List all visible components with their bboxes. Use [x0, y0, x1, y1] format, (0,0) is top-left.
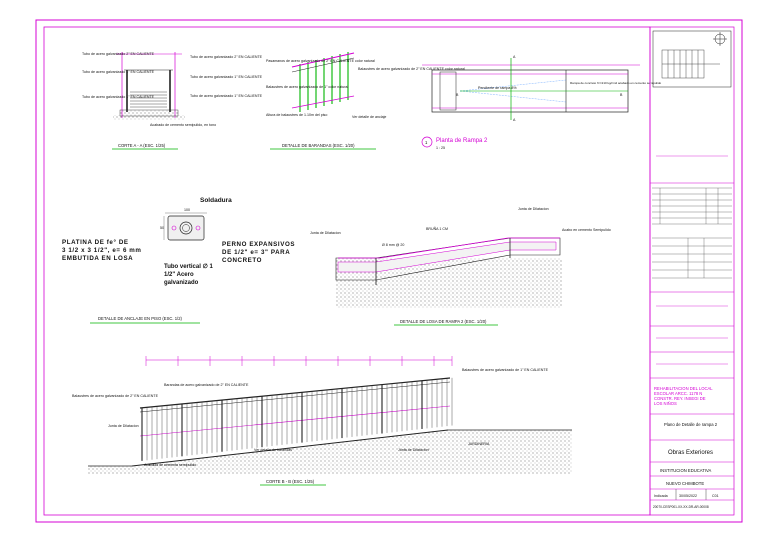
planta-scale: 1 : 25: [436, 146, 445, 150]
aa-label-5: Tubo de acero galvanizado 1" EN CALIENTE: [190, 75, 263, 79]
project-name: REHABILITACION DEL LOCAL ESCOLAR ARCC. 1…: [654, 386, 714, 406]
sheet-name: Plano de Detalle de rampa 2: [664, 422, 718, 427]
scale: Indicada: [654, 494, 668, 498]
location: NUEVO CHIMBOTE: [666, 481, 704, 486]
barandas-label-5: Ver detalle de anclaje: [352, 115, 386, 119]
aa-title: CORTE A - A (ESC. 1/25): [118, 143, 166, 148]
losa-detail: Junta de Dilatacion BRUÑA 1 CM Junta de …: [310, 207, 611, 326]
aa-label-7: Acabado de cemento semipulido, en tono: [150, 123, 216, 127]
barandas-label-2: Balaustres de acero galvanizado de 1" co…: [266, 85, 348, 89]
section-mark-a-bottom: A: [513, 118, 516, 122]
discipline: Obras Exteriores: [668, 450, 713, 456]
bb-label-8: JARDINERIA: [468, 442, 490, 446]
bb-label-3: Balaustres de acero galvanizado de 1" EN…: [462, 368, 549, 372]
barandas-label-3: Altura de balaustres de 1.10m del piso: [266, 113, 327, 117]
section-mark-b-right: B: [620, 93, 623, 97]
aa-label-6: Tubo de acero galvanizado 1" EN CALIENTE: [190, 94, 263, 98]
bb-balusters: [141, 377, 453, 461]
anclaje-dim-side: 50: [160, 226, 164, 230]
bb-label-7: Junta de Dilatacion: [398, 448, 429, 452]
barandas-title: DETALLE DE BARANDAS (ESC. 1/20): [282, 143, 355, 148]
anclaje-tubo: Tubo vertical ∅ 1 1/2" Acero galvanizado: [164, 263, 214, 286]
section-mark-b-left: B: [456, 93, 459, 97]
anclaje-platina: PLATINA DE fe° DE 3 1/2 x 3 1/2", e= 6 m…: [62, 239, 144, 262]
bb-label-1: Balaustres de acero galvanizado de 2" EN…: [72, 394, 159, 398]
anclaje-title: DETALLE DE ANCLAJE EN PISO (ESC. 1/2): [98, 316, 183, 321]
corte-bb-detail: Balaustres de acero galvanizado de 2" EN…: [72, 356, 572, 486]
losa-label-3: Junta de Dilatacion: [518, 207, 549, 211]
anclaje-perno: PERNO EXPANSIVOS DE 1/2" e= 3" PARA CONC…: [222, 241, 297, 264]
aa-label-4: Tubo de acero galvanizado 2" EN CALIENTE: [190, 55, 263, 59]
outer-border: [35, 19, 743, 523]
anclaje-detail: Soldadura 100 50 PLATINA DE fe° DE 3 1/2…: [62, 197, 297, 324]
barandas-label-1: Pasamanos de acero galvanizado de 2" EN …: [266, 59, 375, 63]
planta-label-2: Rampa de concreto f'c=210 kg/cm2 acabado…: [570, 81, 662, 85]
sheet-number: C01: [712, 494, 719, 498]
bb-label-4: Junta de Dilatacion: [108, 424, 139, 428]
planta-rampa-detail: Pendiente de rampa 8% Rampa de concreto …: [421, 55, 662, 150]
aa-label-3: Tubo de acero galvanizado 1" EN CALIENTE: [82, 95, 155, 99]
client: INSTITUCION EDUCATIVA: [660, 468, 711, 473]
losa-label-1: Junta de Dilatacion: [310, 231, 341, 235]
date: 30/05/2022: [679, 494, 697, 498]
losa-title: DETALLE DE LOSA DE RAMPA 2 (ESC. 1/20): [400, 319, 487, 324]
planta-number: 1: [425, 140, 428, 145]
barandas-detail: Pasamanos de acero galvanizado de 2" EN …: [266, 52, 465, 150]
planta-label-1: Pendiente de rampa 8%: [478, 86, 517, 90]
section-mark-a-top: A: [513, 55, 516, 59]
losa-label-2: BRUÑA 1 CM: [426, 226, 448, 231]
aa-label-1: Tubo de acero galvanizado 2" EN CALIENTE: [82, 52, 155, 56]
losa-label-4: Acabo en cemento Semipulido: [562, 228, 611, 232]
title-block: REHABILITACION DEL LOCAL ESCOLAR ARCC. 1…: [649, 26, 735, 516]
anclaje-soldadura: Soldadura: [200, 197, 232, 204]
bb-label-5: Acabado de cemento semipulido: [144, 463, 196, 467]
barandas-label-4: Balaustres de acero galvanizado de 2" EN…: [358, 67, 465, 71]
corte-aa-detail: Tubo de acero galvanizado 2" EN CALIENTE…: [82, 52, 263, 150]
bb-label-2: Barandas de acero galvanizado de 2" EN C…: [164, 383, 249, 387]
drawing-code: 20070-CESP001-XX-XX-DR-AR-00008: [653, 505, 709, 509]
aa-label-2: Tubo de acero galvanizado 1" EN CALIENTE: [82, 70, 155, 74]
losa-label-5: Ø 8 mm @ 20: [382, 243, 404, 247]
anclaje-dim-top: 100: [184, 208, 190, 212]
planta-title: Planta de Rampa 2: [436, 138, 488, 144]
bb-label-6: Ver detalle de barandas: [254, 448, 292, 452]
bb-title: CORTE B - B (ESC. 1/25): [266, 479, 315, 484]
